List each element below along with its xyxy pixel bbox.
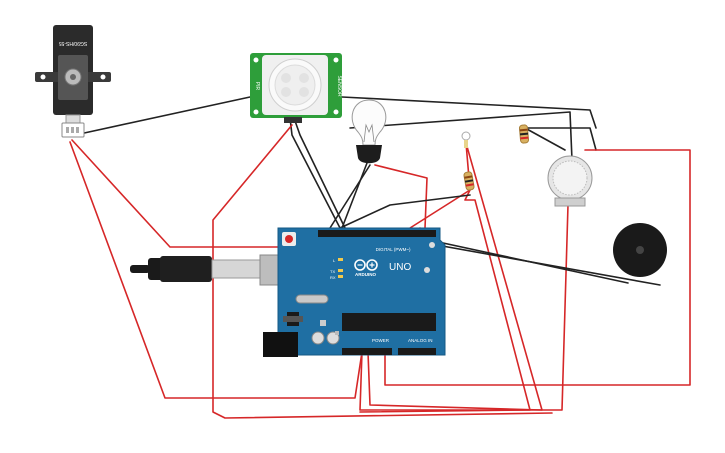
reset-button-icon[interactable] bbox=[285, 235, 293, 243]
arduino-logo-icon bbox=[354, 259, 378, 271]
wire-black[interactable] bbox=[74, 96, 251, 136]
resistor[interactable] bbox=[518, 124, 530, 144]
piezo-buzzer[interactable] bbox=[613, 223, 667, 277]
wire-black[interactable] bbox=[419, 241, 661, 286]
usb-cable[interactable] bbox=[130, 254, 296, 286]
led-label-rx: RX bbox=[330, 275, 336, 280]
model-label: UNO bbox=[389, 262, 411, 273]
wire-black[interactable] bbox=[339, 194, 471, 229]
resistor[interactable] bbox=[463, 171, 475, 191]
servo-motor[interactable]: SG90/HS-55 bbox=[35, 25, 111, 138]
wire-black[interactable] bbox=[374, 164, 428, 229]
digital-label: DIGITAL (PWM~) bbox=[376, 247, 411, 252]
pir-sensor[interactable]: PIR SENSOR bbox=[250, 53, 342, 123]
arduino-uno-board[interactable]: DIGITAL (PWM~) L TX RX ARDUINO UNO bbox=[263, 227, 446, 357]
light-bulb[interactable] bbox=[351, 99, 387, 164]
servo-model-label: SG90/HS-55 bbox=[59, 40, 88, 46]
wire-black[interactable] bbox=[329, 164, 371, 229]
led-label-tx: TX bbox=[330, 269, 335, 274]
gas-sensor[interactable] bbox=[547, 155, 593, 207]
wire-red[interactable] bbox=[384, 149, 691, 386]
atmega-chip bbox=[342, 313, 436, 331]
wire-red[interactable] bbox=[359, 204, 569, 411]
wire-red[interactable] bbox=[212, 124, 553, 419]
wires bbox=[69, 96, 691, 419]
wire-black[interactable] bbox=[349, 111, 573, 161]
wire-black[interactable] bbox=[293, 117, 346, 229]
wire-black[interactable] bbox=[341, 96, 597, 129]
digital-header[interactable] bbox=[318, 230, 436, 237]
led-label-l: L bbox=[333, 258, 336, 263]
wire-black[interactable] bbox=[524, 127, 566, 151]
pir-label-right: SENSOR bbox=[336, 75, 342, 97]
power-jack[interactable] bbox=[263, 332, 298, 357]
power-label: POWER bbox=[372, 338, 390, 343]
wire-red[interactable] bbox=[367, 142, 543, 411]
wire-black[interactable] bbox=[524, 127, 597, 151]
wire-black[interactable] bbox=[289, 117, 341, 229]
power-header[interactable] bbox=[342, 348, 392, 355]
analog-label: ANALOG IN bbox=[408, 338, 433, 343]
analog-header[interactable] bbox=[398, 348, 436, 355]
pir-label-left: PIR bbox=[254, 82, 260, 91]
wire-red[interactable] bbox=[409, 142, 471, 229]
photoresistor[interactable] bbox=[461, 131, 471, 148]
wire-red[interactable] bbox=[69, 141, 363, 399]
brand-label: ARDUINO bbox=[355, 272, 376, 277]
wire-black[interactable] bbox=[341, 162, 368, 229]
